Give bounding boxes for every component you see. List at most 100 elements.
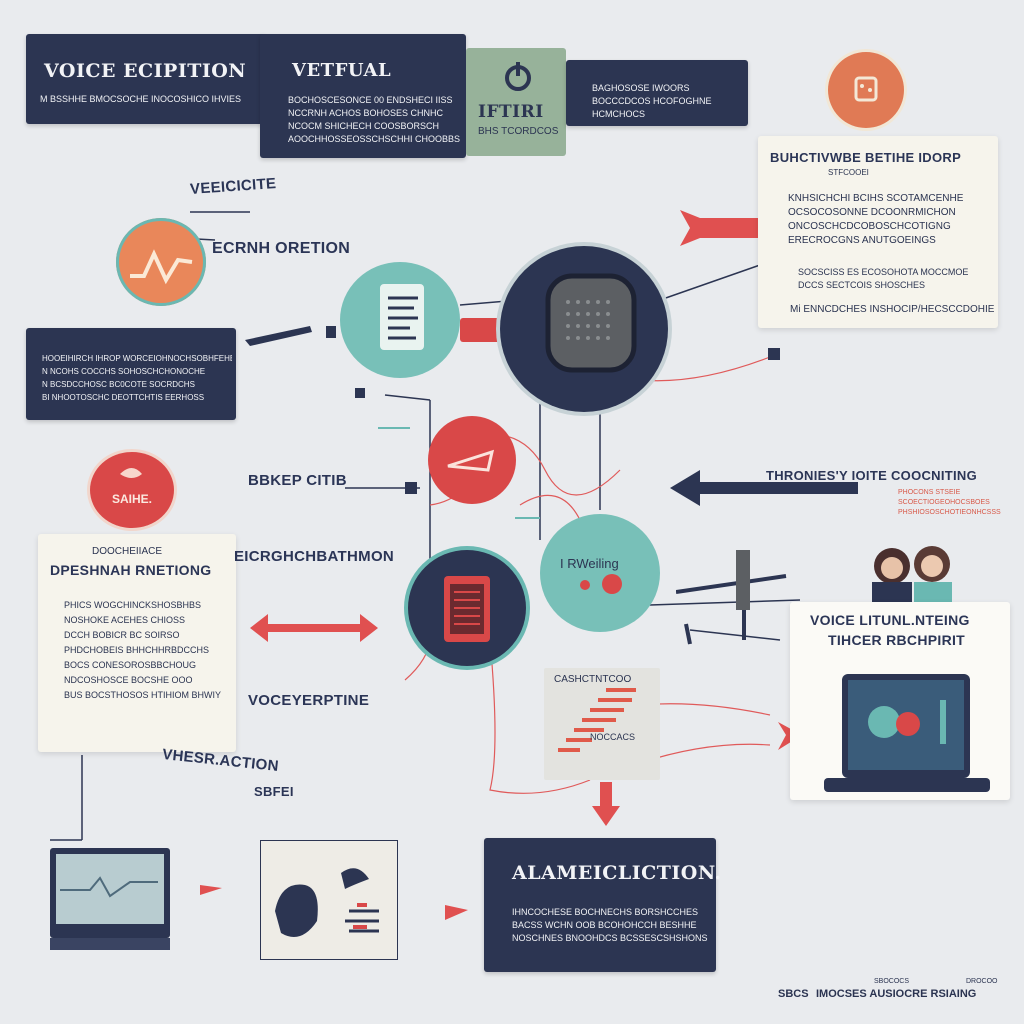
- card-lines: IHNCOCHESE BOCHNECHS BORSHCCHES BACSS WC…: [512, 906, 708, 945]
- text-line: BOCHOSCESONCE 00 ENDSHECI IISS: [288, 95, 453, 105]
- hand-device-icon: [275, 868, 379, 937]
- card-lines: PHICS WOGCHINCKSHOSBHBS NOSHOKE ACEHES C…: [64, 598, 221, 703]
- red-badge-circle: SAIHE.: [90, 452, 174, 528]
- card-caption: NOCCACS: [590, 732, 636, 742]
- badge-label: SAIHE.: [112, 492, 153, 506]
- tag-icon: [120, 468, 142, 478]
- thronies-notes: PHOCONS STSEIE SCOECTIOGEOHOCSBOES PHSHI…: [898, 488, 1001, 518]
- recorder-icon: [444, 576, 490, 642]
- card-title: VOICE LITUNL.NTEING: [810, 612, 970, 628]
- robot-icon: [854, 76, 878, 102]
- text-line: KNHSICHCHI BCIHS SCOTAMCENHE: [788, 193, 964, 204]
- label-sbfei: SBFEI: [254, 784, 294, 799]
- text-line: ERECROCGNS ANUTGOEINGS: [788, 235, 936, 246]
- monitor-card: [50, 838, 172, 950]
- play-icon: [447, 449, 495, 472]
- orange-badge: [828, 52, 904, 128]
- wire-line: [639, 354, 776, 382]
- text-line: SOCSCISS ES ECOSOHOTA MOCCMOE: [798, 267, 969, 277]
- caption-small-1: SBOCOCS: [874, 978, 910, 985]
- red-arrow-bottom: [445, 905, 468, 920]
- card-footer-2: Mi ENNCDCHES INSHOCIP/HECSCCDOHIE: [790, 304, 995, 315]
- laptop-icon: [824, 674, 990, 792]
- connector-line: [659, 264, 761, 301]
- red-play-circle: [428, 416, 516, 504]
- orange-wave-circle: [116, 218, 206, 306]
- text-line: SCOECTIOGEOHOCSBOES: [898, 499, 990, 506]
- wire-line: [519, 494, 581, 521]
- text-line: NOSCHNES BNOOHDCS BCSSESCSHSHONS: [512, 933, 708, 943]
- text-line: N NCOHS COCCHS SOHOSCHCHONOCHE: [42, 367, 206, 376]
- text-line: PHOCONS STSEIE: [898, 489, 961, 496]
- circle-label: I RWeiling: [560, 556, 619, 571]
- teal-label-circle: I RWeiling: [540, 514, 660, 632]
- label-ecrnh: ECRNH ORETION: [212, 240, 351, 257]
- card-footer: SOCSCISS ES ECOSOHOTA MOCCMOE DCCS SECTC…: [798, 266, 968, 292]
- red-connector-block: [460, 318, 500, 342]
- text-line: DCCH BOBICR BC SOIRSO: [64, 630, 180, 640]
- card-title: DPESHNAH RNETIONG: [50, 562, 212, 578]
- card-title: BUHCTIVWBE BETIHE IDORP: [770, 150, 962, 165]
- teal-document-circle: [340, 262, 460, 378]
- top-card-vetfual: VETFUAL BOCHOSCESONCE 00 ENDSHECI IISS N…: [260, 34, 466, 158]
- top-card-right: BAGHOSOSE IWOORS BOCCCDCOS HCOFOGHNE HCM…: [566, 60, 748, 126]
- card-lines: KNHSICHCHI BCIHS SCOTAMCENHE OCSOCOSONNE…: [788, 192, 963, 248]
- device-card: [260, 840, 398, 960]
- text-line: AOOCHHOSSEOSSCHSCHHI CHOOBBS: [288, 134, 461, 144]
- right-info-card: BUHCTIVWBE BETIHE IDORP STFCOOEI KNHSICH…: [758, 136, 998, 328]
- text-line: PHDCHOBEIS BHHCHHRBDCCHS: [64, 645, 210, 655]
- red-arrow-down: [592, 782, 620, 826]
- avatar: [862, 540, 962, 602]
- top-card-subtitle: BHS TCORDCOS: [478, 126, 559, 137]
- monitor-icon: [50, 848, 170, 950]
- bottom-caption-left: SBCS: [778, 988, 809, 1000]
- device-circle: [408, 550, 526, 666]
- top-card-text: BAGHOSOSE IWOORS BOCCCDCOS HCOFOGHNE HCM…: [592, 83, 712, 119]
- label-eicrgh: EICRGHCHBATHMON: [234, 548, 395, 565]
- pin-connectors: [355, 348, 780, 494]
- mic-stand-icon: [676, 550, 787, 645]
- top-card-title: VETFUAL: [292, 60, 392, 81]
- text-line: NCOCM SHICHECH COOSBORSCH: [288, 121, 440, 131]
- text-line: BACSS WCHN OOB BCOHOHCCH BESHHE: [512, 920, 697, 930]
- top-card-lines: BOCHOSCESONCE 00 ENDSHECI IISS NCCRNH AC…: [288, 94, 460, 146]
- bottom-caption-right: IMOCSES AUSIOCRE RSIAING: [816, 988, 977, 1000]
- text-line: NOSHOKE ACEHES CHIOSS: [64, 615, 186, 625]
- text-line: BUS BOCSTHOSOS HTIHIOM BHWIY: [64, 690, 222, 700]
- text-line: ONCOSCHCDCOBOSCHCOTIGNG: [788, 221, 951, 232]
- text-line: OCSOCOSONNE DCOONRMICHON: [788, 207, 956, 218]
- double-arrow: [250, 614, 378, 642]
- waveform-icon: [130, 249, 193, 285]
- top-card-text: M BSSHHE BMOCSOCHE INOCOSHICO IHVIES: [40, 94, 242, 104]
- navy-arrow-left: [670, 470, 858, 506]
- text-line: N BCSDCCHOSC BC0COTE SOCRDCHS: [42, 380, 195, 389]
- document-icon: [380, 284, 424, 350]
- text-line: NCCRNH ACHOS BOHOSES CHNHC: [288, 108, 444, 118]
- red-arrow-right: [680, 210, 760, 246]
- card-title: ALAMEICLICTION.: [512, 862, 722, 884]
- text-line: PHICS WOGCHINCKSHOSBHBS: [64, 600, 202, 610]
- text-line: HOOEIHIRCH IHROP WORCEIOHNOCHSOBHFEHEI: [42, 354, 232, 363]
- voice-laptop-card: VOICE LITUNL.NTEING TIHCER RBCHPIRIT: [790, 602, 1010, 800]
- red-dot: [580, 580, 590, 590]
- connector-line: [689, 629, 781, 641]
- connector-line: [384, 394, 431, 401]
- connector-line: [649, 599, 801, 606]
- microphone-circle: [500, 246, 668, 412]
- top-card-title: VOICE ECIPITION: [44, 60, 247, 82]
- bottom-info-card: ALAMEICLICTION. IHNCOCHESE BOCHNECHS BOR…: [484, 838, 721, 972]
- caption-small-2: DROCOO: [966, 978, 998, 985]
- red-arrow-bottom-left: [200, 885, 222, 895]
- text-line: NDCOSHOSCE BOCSHE OOO: [64, 675, 193, 685]
- top-card-title: IFTIRI: [478, 102, 544, 122]
- text-line: BI NHOOTOSCHC DEOTTCHTIS EERHOSS: [42, 393, 205, 402]
- card-subtitle: TIHCER RBCHPIRIT: [828, 632, 966, 648]
- red-dot: [602, 574, 622, 594]
- top-card-voice: VOICE ECIPITION M BSSHHE BMOCSOCHE INOCO…: [26, 34, 266, 124]
- wire-line: [489, 639, 591, 794]
- power-icon: [505, 62, 531, 91]
- stair-chart-icon: [558, 688, 636, 752]
- card-subtitle: STFCOOEI: [828, 168, 869, 177]
- staircase-card: CASHCTNTCOO NOCCACS: [544, 668, 660, 780]
